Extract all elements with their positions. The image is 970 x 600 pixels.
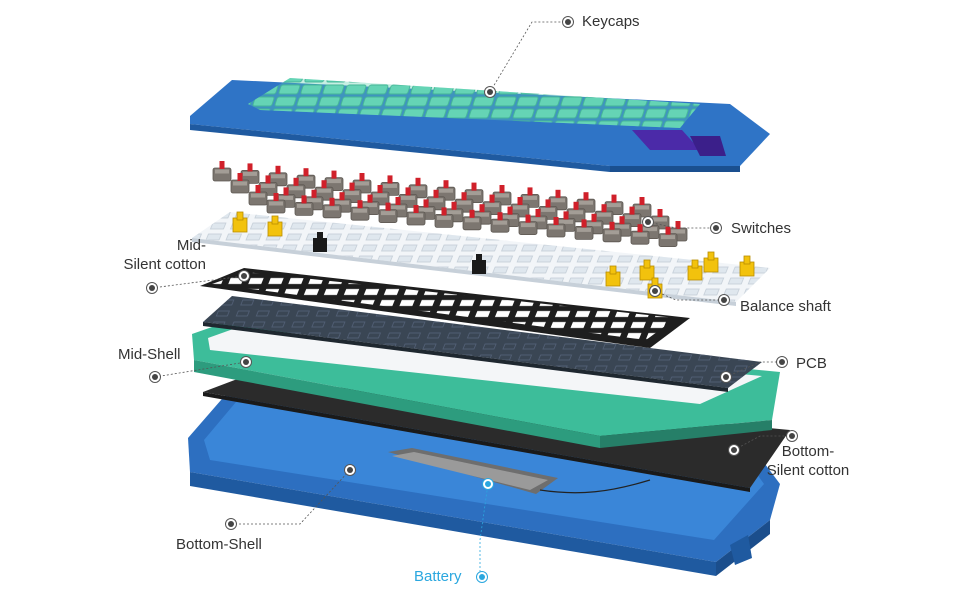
label-battery: Battery [414,568,462,585]
switch [350,200,370,221]
label-bottom-shell: Bottom-Shell [176,536,262,553]
battery [388,448,651,494]
label-mid-silent-cotton-line1: Mid- [176,237,206,254]
marker-mid-shell-icon [149,371,161,383]
marker-mid-silent-cotton-icon [146,282,158,294]
switch [248,185,268,206]
label-bottom-silent-cotton-line2: Silent cotton [766,462,850,479]
label-balance-shaft: Balance shaft [740,298,831,315]
switch [602,221,622,243]
marker-mid-silent-cotton-target-icon [238,270,250,282]
marker-battery-target-icon [482,478,494,490]
switch [658,226,678,248]
callout-markers [146,16,798,583]
marker-bottom-shell-icon [225,518,237,530]
mid-silent-cotton [200,268,690,348]
marker-battery-icon [476,571,488,583]
marker-balance-shaft-target-icon [649,285,661,297]
bottom-silent-cotton [203,378,790,492]
pcb [203,296,762,392]
marker-bottom-shell-target-icon [344,464,356,476]
marker-bottom-silent-cotton-target-icon [728,444,740,456]
label-mid-silent-cotton-line2: Silent cotton [123,256,206,273]
marker-balance-shaft-icon [718,294,730,306]
marker-bottom-silent-cotton-icon [786,430,798,442]
switch [294,195,314,216]
switch [406,205,426,226]
switch [322,197,342,219]
marker-mid-shell-target-icon [240,356,252,368]
switches [212,161,688,248]
mid-shell [192,320,780,448]
switch [434,207,454,228]
callout-leaders [151,21,786,576]
label-switches: Switches [731,220,792,237]
label-bottom-silent-cotton-line1: Bottom- [781,443,835,460]
label-mid-shell: Mid-Shell [118,346,181,363]
marker-pcb-icon [776,356,788,368]
switch [574,219,594,240]
switch [266,193,286,214]
switch [490,212,510,233]
switch [546,217,566,238]
switch [378,202,398,224]
marker-keycaps-icon [562,16,574,28]
marker-keycaps-target-icon [484,86,496,98]
marker-switches-icon [710,222,722,234]
keycaps [190,78,770,172]
marker-switches-target-icon [642,216,654,228]
switch [462,209,482,231]
switch [212,161,232,182]
switch [630,224,650,245]
label-keycaps: Keycaps [582,13,640,30]
balance-shaft-stabilizers [232,211,755,299]
marker-pcb-target-icon [720,371,732,383]
label-pcb: PCB [796,355,827,372]
switch [518,214,538,236]
switch [230,173,250,194]
